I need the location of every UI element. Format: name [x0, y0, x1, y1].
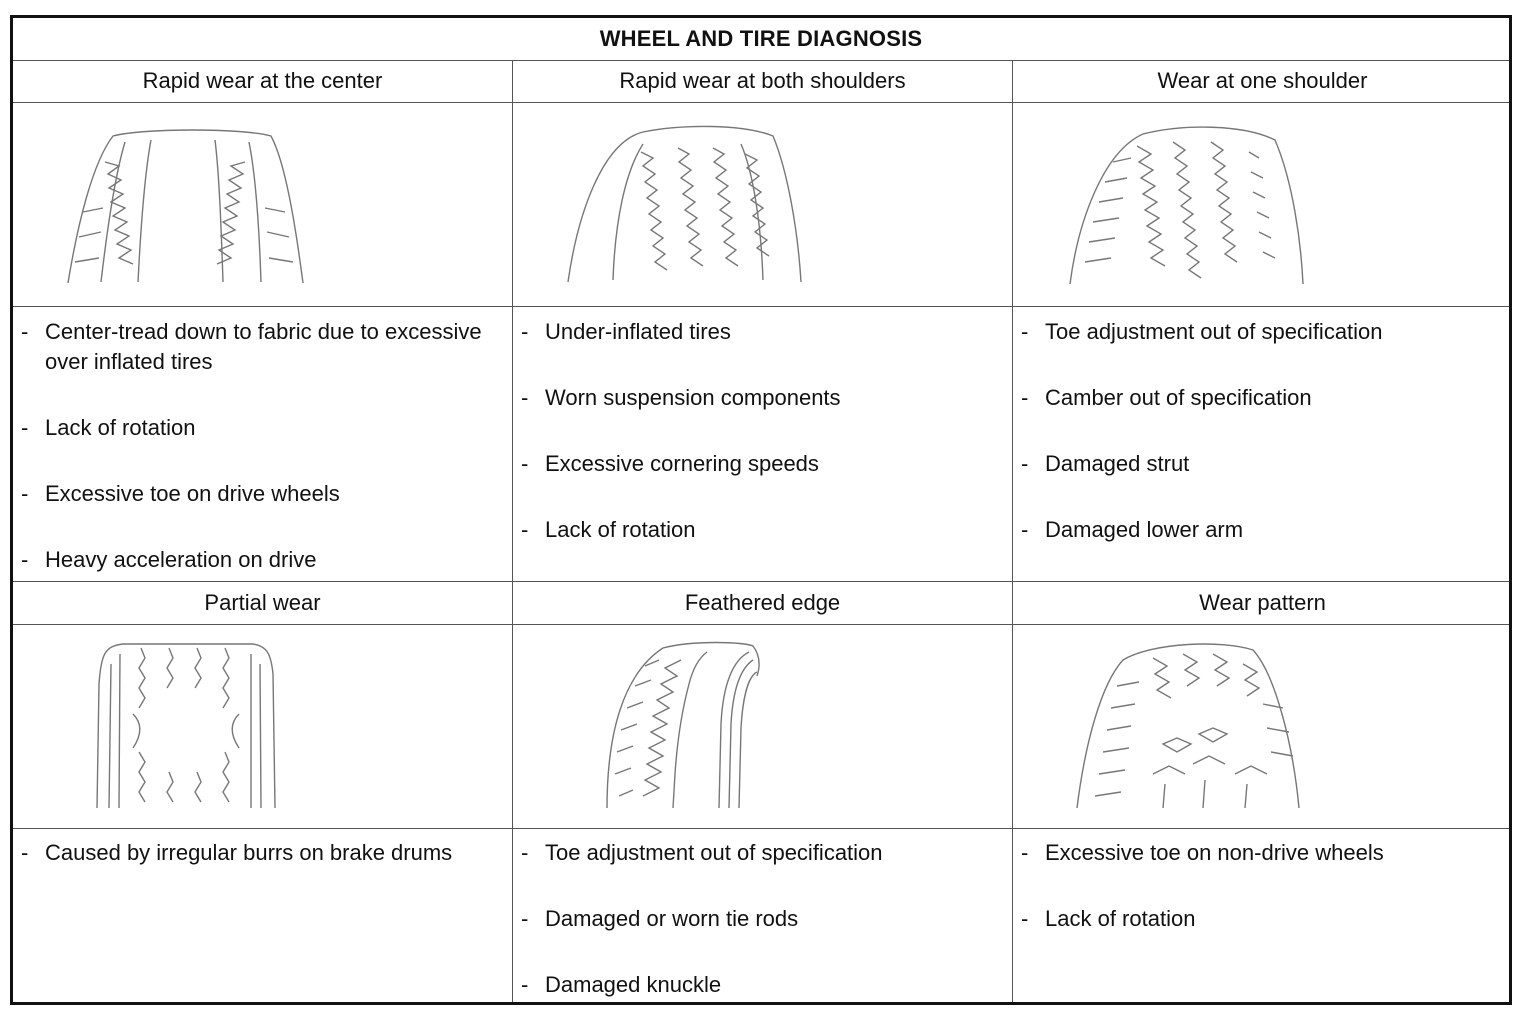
cause-list: -Excessive toe on non-drive wheels -Lack…	[1021, 838, 1506, 934]
cause-item: -Excessive toe on drive wheels	[21, 481, 340, 506]
cause-item: -Caused by irregular burrs on brake drum…	[21, 840, 453, 865]
condition-header: Wear at one shoulder	[1157, 68, 1368, 93]
table-title: WHEEL AND TIRE DIAGNOSIS	[599, 26, 923, 51]
illustration-cell	[513, 102, 1012, 306]
column-divider-1	[512, 60, 513, 1002]
column-divider-2	[1012, 60, 1013, 1002]
condition-header: Partial wear	[204, 590, 321, 615]
cause-item: -Damaged strut	[1021, 451, 1190, 476]
title-divider	[13, 60, 1509, 61]
cause-item: -Lack of rotation	[521, 517, 696, 542]
cause-item: -Lack of rotation	[21, 415, 196, 440]
condition-header: Rapid wear at the center	[142, 68, 383, 93]
image-divider-row2	[13, 828, 1509, 829]
one-shoulder-wear-tire-icon	[1069, 126, 1304, 285]
cause-item: -Excessive cornering speeds	[521, 451, 819, 476]
center-wear-tire-icon	[67, 129, 304, 284]
cause-item: -Damaged or worn tie rods	[521, 906, 799, 931]
cause-item: -Lack of rotation	[1021, 906, 1196, 931]
cause-item: -Damaged lower arm	[1021, 517, 1244, 542]
image-divider-row1	[13, 306, 1509, 307]
illustration-cell	[1013, 624, 1512, 828]
cause-item: -Toe adjustment out of specification	[1021, 319, 1383, 344]
cause-list: -Toe adjustment out of specification -Da…	[521, 838, 1006, 1000]
illustration-cell	[1013, 102, 1512, 306]
partial-wear-tire-icon	[96, 643, 276, 809]
cause-item: -Camber out of specification	[1021, 385, 1312, 410]
cause-list: -Center-tread down to fabric due to exce…	[21, 317, 506, 575]
shoulder-wear-tire-icon	[567, 125, 802, 283]
cause-item: -Center-tread down to fabric due to exce…	[21, 319, 482, 374]
illustration-cell	[13, 102, 512, 306]
cause-item: -Toe adjustment out of specification	[521, 840, 883, 865]
illustration-cell	[513, 624, 1012, 828]
illustration-cell	[13, 624, 512, 828]
condition-header: Wear pattern	[1199, 590, 1326, 615]
condition-header: Feathered edge	[684, 590, 841, 615]
cause-item: -Excessive toe on non-drive wheels	[1021, 840, 1384, 865]
cause-item: -Under-inflated tires	[521, 319, 731, 344]
cause-item: -Worn suspension components	[521, 385, 841, 410]
feathered-edge-tire-icon	[606, 641, 760, 809]
wear-pattern-tire-icon	[1076, 643, 1300, 809]
cause-list: -Under-inflated tires -Worn suspension c…	[521, 317, 1006, 545]
header-divider-row1	[13, 102, 1509, 103]
condition-header: Rapid wear at both shoulders	[619, 68, 906, 93]
header-divider-row2	[13, 624, 1509, 625]
row-divider	[13, 581, 1509, 582]
cause-list: -Caused by irregular burrs on brake drum…	[21, 838, 506, 868]
wheel-tire-diagnosis-table: WHEEL AND TIRE DIAGNOSIS Rapid wear at t…	[10, 15, 1512, 1005]
cause-list: -Toe adjustment out of specification -Ca…	[1021, 317, 1506, 545]
cause-item: -Damaged knuckle	[521, 972, 722, 997]
cause-item: -Heavy acceleration on drive	[21, 547, 317, 572]
